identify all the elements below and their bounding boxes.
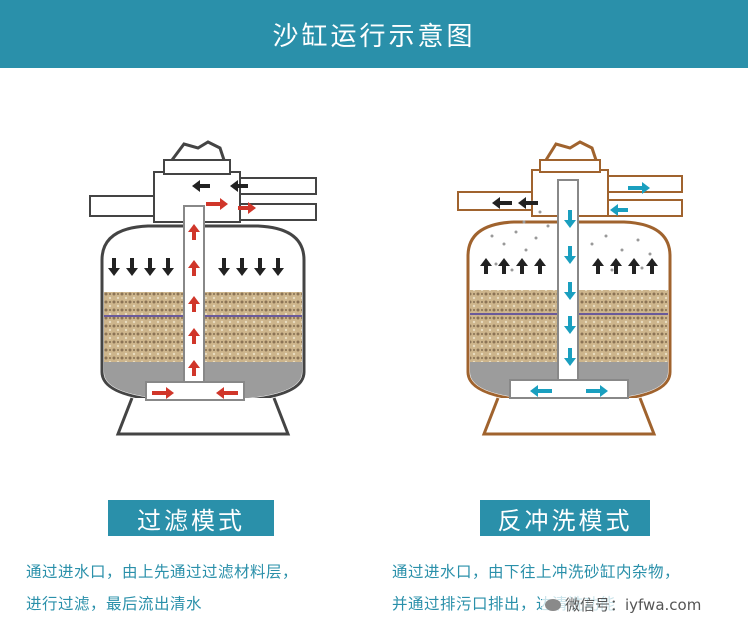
upward-clean-flow-arrows bbox=[152, 198, 256, 399]
valve-cap bbox=[163, 159, 231, 175]
tank-stand bbox=[481, 397, 657, 436]
valve-cap bbox=[539, 159, 601, 173]
downward-flow-arrows bbox=[108, 258, 284, 276]
filter-desc-line2: 进行过滤，最后流出清水 bbox=[26, 595, 203, 613]
filter-mode-description: 通过进水口，由上先通过过滤材料层， 进行过滤，最后流出清水 bbox=[26, 556, 366, 620]
upward-backwash-arrows bbox=[480, 258, 658, 274]
watermark: 微信号：iyfwa.com bbox=[542, 594, 705, 615]
valve-handle bbox=[170, 140, 226, 161]
drain-arrows bbox=[492, 197, 538, 209]
outlet-pipe-top bbox=[237, 177, 317, 195]
filter-desc-line1: 通过进水口，由上先通过过滤材料层， bbox=[26, 563, 299, 581]
backwash-desc-line1: 通过进水口，由下往上冲洗砂缸内杂物， bbox=[392, 563, 681, 581]
backwash-mode-diagram bbox=[457, 140, 683, 436]
tank-stand bbox=[115, 397, 291, 436]
wechat-icon bbox=[545, 598, 561, 611]
title-bar: 沙缸运行示意图 bbox=[0, 0, 748, 68]
valve-handle bbox=[544, 140, 598, 161]
watermark-text: 微信号：iyfwa.com bbox=[565, 596, 702, 614]
collector bbox=[509, 379, 629, 399]
water-inflow-arrows bbox=[530, 182, 650, 397]
backwash-mode-label: 反冲洗模式 bbox=[480, 500, 650, 536]
page-title: 沙缸运行示意图 bbox=[272, 21, 476, 52]
inlet-arrows bbox=[192, 180, 248, 192]
filter-mode-diagram bbox=[89, 140, 317, 436]
filter-mode-label: 过滤模式 bbox=[108, 500, 274, 536]
